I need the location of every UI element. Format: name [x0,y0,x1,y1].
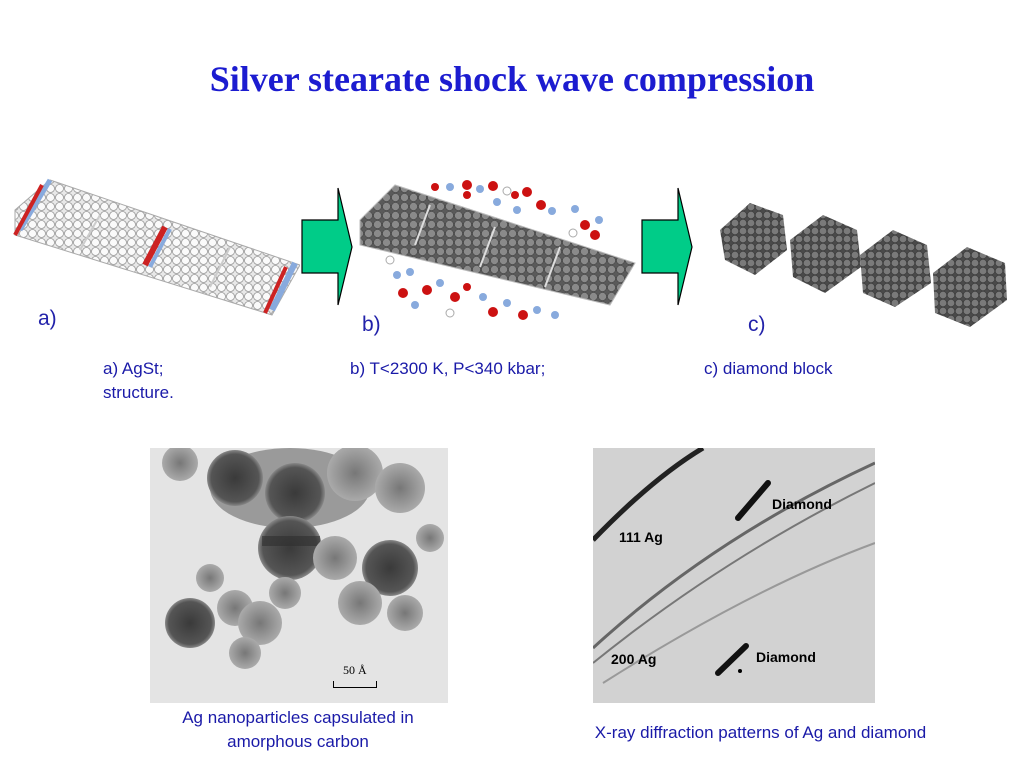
caption-a-line2: structure. [103,383,174,402]
tem-micrograph: 50 Å [150,448,448,703]
compressed-structure-illustration [359,180,636,320]
xrd-label-diamond-top: Diamond [772,496,832,512]
tem-caption-line1: Ag nanoparticles capsulated in [182,708,414,727]
molecular-fragments [385,180,603,320]
tem-caption: Ag nanoparticles capsulated in amorphous… [148,706,448,754]
diamond-blocks-illustration [720,203,1007,327]
agst-structure-illustration [13,178,300,316]
process-arrow [641,187,693,306]
caption-c: c) diamond block [704,359,833,378]
slide-title: Silver stearate shock wave compression [209,59,815,99]
tem-caption-line2: amorphous carbon [227,732,369,751]
caption-a: a) AgSt; structure. [103,357,174,405]
scale-bar-label: 50 Å [343,663,367,677]
scale-bar [333,681,377,688]
xrd-label-diamond-bottom: Diamond [756,649,816,665]
panel-a-label: a) [38,307,57,330]
xrd-label-200-ag: 200 Ag [611,651,657,667]
xrd-pattern-image: Diamond 111 Ag 200 Ag Diamond [593,448,875,703]
caption-a-line1: a) AgSt; [103,359,164,378]
panel-c-label: c) [748,313,766,336]
xrd-label-111-ag: 111 Ag [619,529,663,545]
caption-b: b) T<2300 K, P<340 kbar; [350,359,546,378]
panel-b-label: b) [362,313,381,336]
process-arrow [301,187,353,306]
xrd-caption: X-ray diffraction patterns of Ag and dia… [594,723,927,742]
